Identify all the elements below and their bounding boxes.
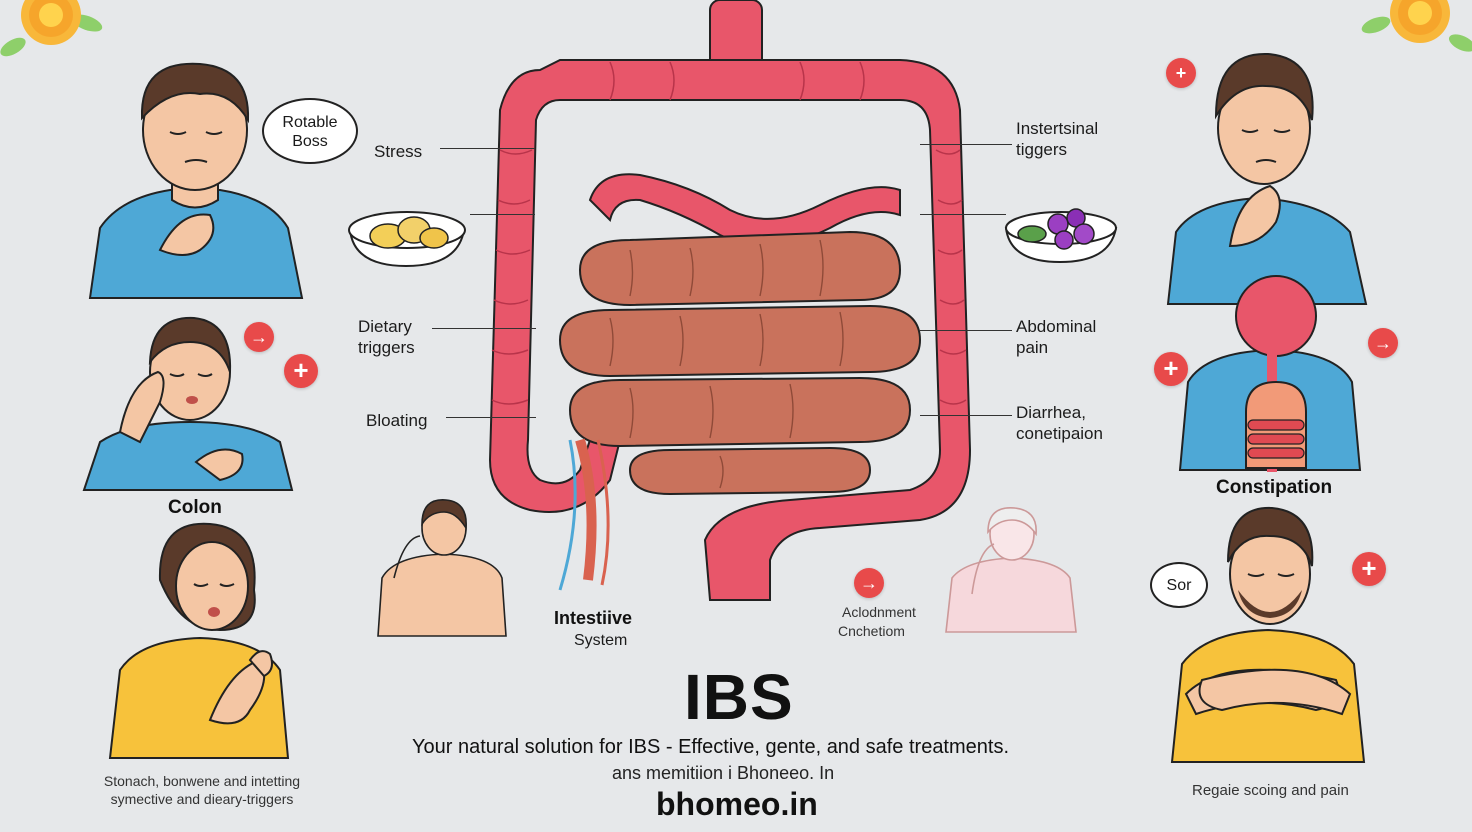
adcondition-label-1: Aclodnment: [842, 604, 916, 620]
intestinal-triggers-label: Instertsinal tiggers: [1016, 119, 1099, 159]
woman-thinking-illustration: [377, 499, 507, 637]
intestinal-system-title: Intestiive: [554, 608, 633, 628]
bloating-label: Bloating: [366, 411, 428, 430]
plus-badge-icon: →: [854, 568, 884, 598]
bowl-leader-right: [920, 214, 1006, 215]
man-throat-pain-illustration: [1166, 52, 1368, 305]
plus-badge-icon: +: [1166, 58, 1196, 88]
speech-bubble-right: Sor: [1150, 562, 1208, 608]
bowl-icon-left: [348, 211, 466, 268]
woman-touching-head-illustration: [82, 316, 294, 491]
plus-badge-icon: →: [1368, 328, 1398, 358]
man-arms-crossed-illustration: [1170, 506, 1366, 763]
left-caption: Stonach, bonwene and intetting symective…: [103, 773, 301, 807]
flower-icon-right: [1361, 0, 1472, 52]
speech-bubble-right-text: Sor: [1166, 577, 1192, 594]
diarrhea-label: Diarrhea, conetipaion: [1016, 403, 1103, 443]
dietary-triggers-label: Dietary triggers: [358, 317, 415, 357]
man-blue-shirt-illustration: [88, 62, 304, 299]
adcondition-label-2: Cnchetiom: [838, 623, 905, 639]
bloating-leader: [446, 417, 536, 418]
colon-label: Colon: [168, 497, 222, 518]
woman-yellow-shirt-illustration: [108, 522, 290, 759]
abdominal-leader: [920, 330, 1012, 331]
anatomy-torso-illustration: [1178, 275, 1362, 472]
intestinal-leader: [920, 144, 1012, 145]
speech-bubble-left: Rotable Boss: [262, 98, 358, 164]
stress-leader: [440, 148, 535, 149]
plus-badge-icon: +: [1154, 352, 1188, 386]
flower-icon-left: [0, 0, 103, 57]
plus-badge-icon: +: [284, 354, 318, 388]
intestines-illustration: [488, 0, 972, 601]
main-title: IBS: [684, 661, 794, 733]
speech-bubble-left-text: Rotable Boss: [282, 114, 338, 150]
woman-sketch-illustration: [945, 507, 1077, 633]
subline: ans memitiion i Bhoneeo. In: [612, 763, 835, 783]
bowl-leader-left: [470, 214, 535, 215]
stress-label: Stress: [374, 142, 423, 161]
website-link[interactable]: bhomeo.in: [656, 786, 818, 822]
tagline: Your natural solution for IBS - Effectiv…: [412, 736, 1010, 758]
right-caption: Regaie scoing and pain: [1192, 782, 1349, 799]
dietary-leader: [432, 328, 536, 329]
bowl-icon-right: [1004, 208, 1118, 264]
abdominal-pain-label: Abdominal pain: [1016, 317, 1097, 357]
intestinal-system-subtitle: System: [574, 632, 628, 649]
diarrhea-leader: [920, 415, 1012, 416]
plus-badge-icon: +: [1352, 552, 1386, 586]
plus-badge-icon: →: [244, 322, 274, 352]
constipation-label: Constipation: [1216, 477, 1333, 498]
